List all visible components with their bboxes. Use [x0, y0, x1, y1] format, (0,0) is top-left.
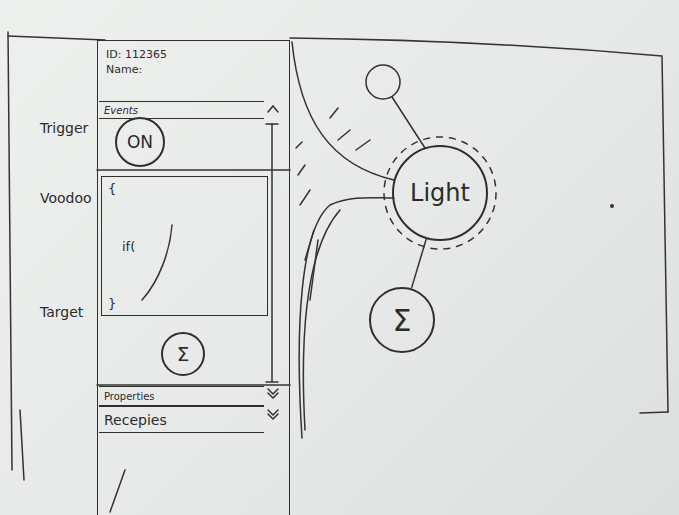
light-node: Light: [392, 145, 488, 241]
small-circle: [366, 65, 400, 99]
chevron: [268, 389, 278, 398]
node-text: Events: [104, 105, 138, 116]
node-text: Σ: [177, 342, 190, 366]
target-node: Σ: [369, 287, 435, 353]
node-text: Recepies: [104, 412, 167, 428]
board-frame: [640, 412, 668, 413]
section-header: Recepies: [99, 406, 264, 433]
section-label: Trigger: [40, 120, 88, 136]
scrollbar: [271, 124, 273, 382]
funnel-curve: [303, 210, 340, 430]
board-edge: [8, 32, 12, 470]
funnel-curve: [292, 42, 394, 180]
link-line: [392, 97, 425, 148]
panel-stroke: [110, 470, 125, 512]
code-line: if(: [108, 239, 261, 254]
dot: [610, 204, 614, 208]
inspector-panel: ID: 112365Name: EventsON { if(} Σ PropertiesR…: [97, 40, 290, 515]
code-line: }: [108, 296, 261, 311]
panel-field: Name:: [106, 62, 281, 77]
section-header: Events: [99, 101, 264, 119]
connector: [411, 239, 426, 288]
selection-halo: [384, 137, 496, 249]
scroll-up: [268, 106, 278, 112]
panel-field: ID: 112365: [106, 47, 281, 62]
chevron: [268, 410, 278, 419]
code-line: {: [108, 181, 261, 196]
node-text: Σ: [393, 303, 412, 338]
node-text: ON: [127, 132, 153, 152]
scribble: [142, 225, 172, 300]
section-line: [97, 169, 290, 171]
board-edge: [8, 36, 105, 40]
target-circle: Σ: [161, 332, 205, 376]
node-text: Properties: [104, 391, 155, 402]
section-label: Voodoo: [40, 190, 92, 206]
code-box: { if(}: [101, 176, 268, 316]
section-header: Properties: [99, 386, 264, 406]
board-frame: [290, 38, 668, 412]
node-text: Light: [410, 179, 470, 207]
trigger-circle: ON: [115, 117, 165, 167]
section-label: Target: [40, 304, 83, 320]
board-edge: [20, 410, 24, 480]
hatch: [296, 108, 370, 300]
